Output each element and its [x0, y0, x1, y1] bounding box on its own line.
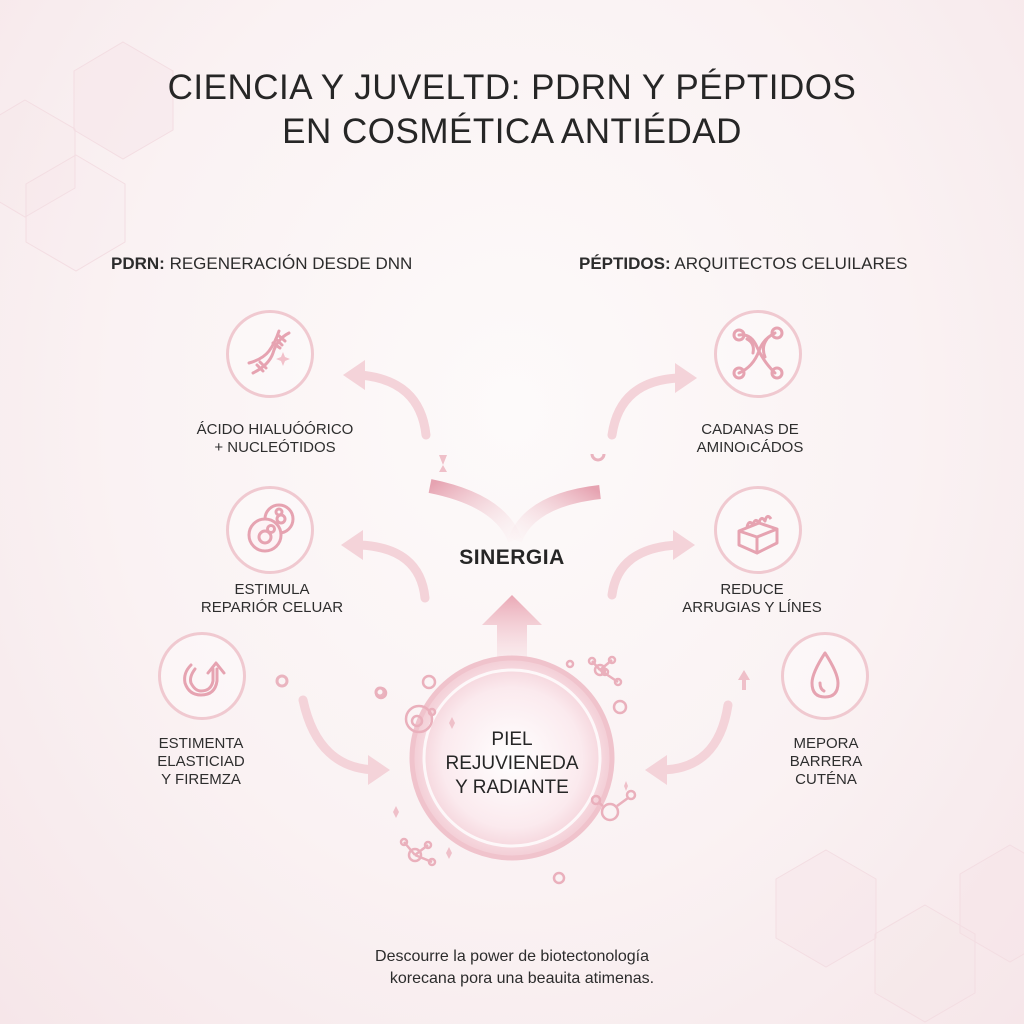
left-item-3-line-3: Y FIREMZA — [161, 771, 241, 788]
right-item-2-line-2: ARRUGIAS Y LÍNES — [682, 599, 822, 616]
hexagon-pattern — [0, 41, 1024, 1023]
left-arrow-heads — [341, 360, 390, 785]
drop-icon-circle — [781, 632, 869, 720]
title-line-1: CIENCIA Y JUVELTD: PDRN Y PÉPTIDOS — [167, 68, 857, 107]
rotate-arrow-icon — [183, 661, 226, 697]
cells-icon — [247, 503, 295, 553]
right-item-3-line-3: CUTÉNA — [795, 771, 857, 788]
right-item-1-line-2: AMINOıCÁDOS — [696, 439, 804, 456]
box-icon-circle — [714, 486, 802, 574]
right-item-3-label: MEPORA BARRERA CUTÉNA — [790, 735, 863, 789]
result-line-3: Y RADIANTE — [455, 777, 569, 798]
left-item-2-line-2: REPARIÓR CELUAR — [200, 599, 344, 616]
small-up-mark — [738, 670, 750, 690]
right-item-1-line-1: CADANAS DE — [701, 421, 799, 438]
right-arrow-heads — [645, 363, 697, 785]
peptides-header-bold: PÉPTIDOS: — [579, 254, 671, 273]
left-item-1-line-2: + NUCLEÓTIDOS — [214, 439, 336, 456]
cells-icon-circle — [226, 486, 314, 574]
right-flow-arrows — [607, 373, 733, 775]
synergy-branch-right — [508, 485, 601, 543]
dna-icon-circle — [226, 310, 314, 398]
footer-line-1: Descourre la power de biotectonología — [375, 948, 649, 965]
left-item-3-label: ESTIMENTA ELASTICIAD Y FIREMZA — [157, 735, 245, 789]
sparkle-decor — [393, 717, 628, 859]
elasticity-icon-circle — [158, 632, 246, 720]
box-spring-icon — [737, 514, 779, 555]
pdrn-column-header: PDRN: REGENERACIÓN DESDE DNN — [111, 254, 412, 274]
right-item-3-line-2: BARRERA — [789, 753, 863, 770]
result-line-2: REJUVIENEDA — [445, 753, 579, 774]
left-item-3-line-2: ELASTICIAD — [157, 753, 245, 770]
left-flow-arrows — [298, 370, 431, 775]
water-drop-icon — [810, 651, 840, 699]
result-label: PIEL REJUVIENEDA Y RADIANTE — [412, 728, 612, 800]
result-circle — [409, 655, 615, 861]
page-title: CIENCIA Y JUVELTD: PDRN Y PÉPTIDOS EN CO… — [0, 66, 1024, 154]
right-item-2-line-1: REDUCE — [720, 581, 784, 598]
left-item-3-line-1: ESTIMENTA — [158, 735, 244, 752]
up-arrow — [482, 595, 542, 665]
amino-chain-icon — [732, 326, 784, 380]
result-line-1: PIEL — [491, 729, 533, 750]
peptides-header-rest: ARQUITECTOS CELUILARES — [670, 254, 908, 273]
right-item-3-line-1: MEPORA — [793, 735, 859, 752]
pdrn-header-rest: REGENERACIÓN DESDE DNN — [164, 254, 413, 273]
dna-helix-icon — [247, 329, 291, 375]
synergy-branch-left — [428, 479, 522, 543]
left-item-2-label: ESTIMULA REPARIÓR CELUAR — [201, 581, 343, 617]
title-line-2: EN COSMÉTICA ANTIÉDAD — [282, 112, 742, 151]
right-item-1-label: CADANAS DE AMINOıCÁDOS — [697, 421, 804, 457]
amino-chain-icon-circle — [714, 310, 802, 398]
right-item-2-label: REDUCE ARRUGIAS Y LÍNES — [682, 581, 822, 617]
left-item-1-label: ÁCIDO HIALUÓÓRICO + NUCLEÓTIDOS — [197, 421, 354, 457]
pdrn-header-bold: PDRN: — [111, 254, 165, 273]
peptides-column-header: PÉPTIDOS: ARQUITECTOS CELUILARES — [579, 254, 907, 274]
molecule-decor — [374, 655, 637, 885]
left-item-2-line-1: ESTIMULA — [234, 581, 310, 598]
left-item-1-line-1: ÁCIDO HIALUÓÓRICO — [196, 421, 354, 438]
synergy-label: SINERGIA — [459, 546, 565, 569]
footer-tagline: Descourre la power de biotectonología ko… — [0, 946, 1024, 990]
footer-line-2: korecana pora una beauita atimenas. — [389, 970, 655, 987]
